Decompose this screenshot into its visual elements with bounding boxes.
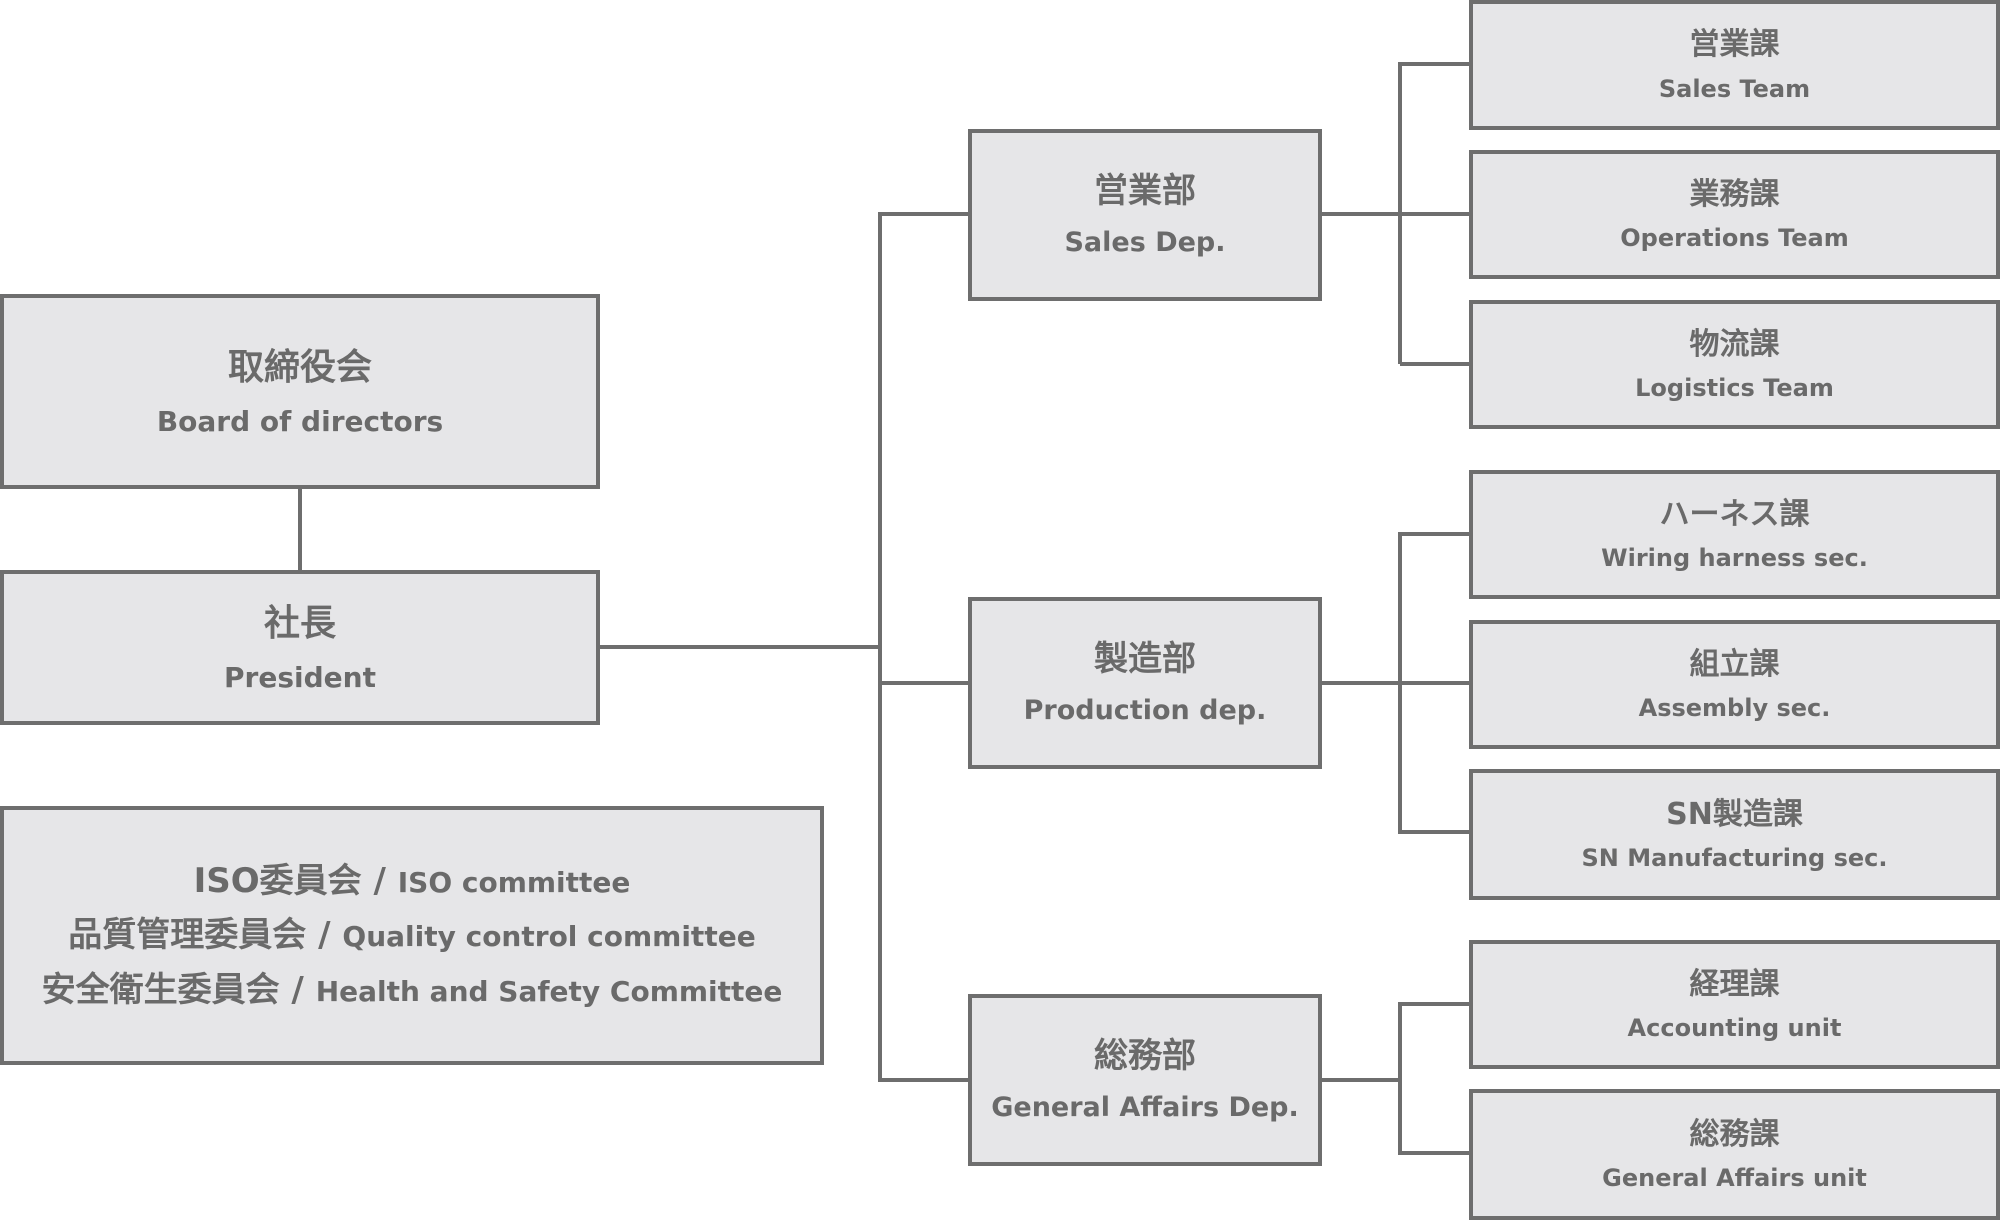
unit-title-en: Wiring harness sec.: [1601, 544, 1868, 573]
logistics-team-box: 物流課 Logistics Team: [1469, 300, 2000, 429]
committees-box: ISO委員会 / ISO committee 品質管理委員会 / Quality…: [0, 806, 824, 1065]
unit-title-jp: 経理課: [1689, 966, 1780, 1002]
box-title-en: President: [224, 660, 376, 694]
committee-separator: /: [361, 860, 398, 901]
unit-title-en: Assembly sec.: [1638, 694, 1831, 723]
committee-iso: ISO委員会 / ISO committee: [194, 854, 631, 908]
committee-en: Quality control committee: [342, 920, 756, 954]
general-affairs-department-box: 総務部 General Affairs Dep.: [968, 994, 1322, 1166]
sales-team-box: 営業課 Sales Team: [1469, 0, 2000, 130]
department-title-en: General Affairs Dep.: [991, 1092, 1299, 1124]
box-title-jp: 取締役会: [227, 346, 372, 388]
committee-en: ISO committee: [397, 865, 631, 899]
production-department-box: 製造部 Production dep.: [968, 597, 1322, 769]
committee-safety: 安全衛生委員会 / Health and Safety Committee: [42, 963, 783, 1017]
unit-title-jp: 業務課: [1689, 176, 1780, 212]
unit-title-jp: 営業課: [1689, 27, 1780, 63]
department-title-jp: 営業部: [1094, 170, 1196, 211]
committee-separator: /: [279, 969, 316, 1010]
unit-title-en: General Affairs unit: [1602, 1164, 1867, 1193]
committee-jp: 品質管理委員会: [68, 915, 307, 956]
unit-title-jp: 総務課: [1689, 1116, 1780, 1152]
sn-manufacturing-section-box: SN製造課 SN Manufacturing sec.: [1469, 769, 2000, 900]
operations-team-box: 業務課 Operations Team: [1469, 150, 2000, 279]
box-title-jp: 社長: [263, 602, 336, 644]
committee-jp: ISO委員会: [193, 860, 362, 901]
department-title-en: Sales Dep.: [1064, 227, 1226, 259]
department-title-jp: 製造部: [1094, 638, 1196, 679]
unit-title-jp: 物流課: [1689, 326, 1780, 362]
unit-title-jp: 組立課: [1689, 646, 1780, 682]
unit-title-en: Logistics Team: [1635, 374, 1834, 403]
department-title-jp: 総務部: [1094, 1035, 1196, 1076]
board-of-directors-box: 取締役会 Board of directors: [0, 294, 600, 489]
committee-separator: /: [306, 915, 343, 956]
unit-title-en: Operations Team: [1620, 224, 1849, 253]
wiring-harness-section-box: ハーネス課 Wiring harness sec.: [1469, 470, 2000, 599]
unit-title-en: SN Manufacturing sec.: [1581, 844, 1888, 873]
unit-title-en: Sales Team: [1658, 74, 1811, 103]
committee-quality: 品質管理委員会 / Quality control committee: [68, 908, 755, 962]
president-box: 社長 President: [0, 570, 600, 725]
accounting-unit-box: 経理課 Accounting unit: [1469, 940, 2000, 1069]
department-title-en: Production dep.: [1023, 695, 1267, 727]
general-affairs-unit-box: 総務課 General Affairs unit: [1469, 1089, 2000, 1220]
unit-title-jp: SN製造課: [1666, 796, 1803, 832]
unit-title-en: Accounting unit: [1627, 1014, 1842, 1043]
assembly-section-box: 組立課 Assembly sec.: [1469, 620, 2000, 749]
committee-jp: 安全衛生委員会: [41, 969, 280, 1010]
unit-title-jp: ハーネス課: [1659, 496, 1810, 532]
box-title-en: Board of directors: [156, 404, 444, 438]
committee-en: Health and Safety Committee: [315, 974, 783, 1008]
sales-department-box: 営業部 Sales Dep.: [968, 129, 1322, 301]
